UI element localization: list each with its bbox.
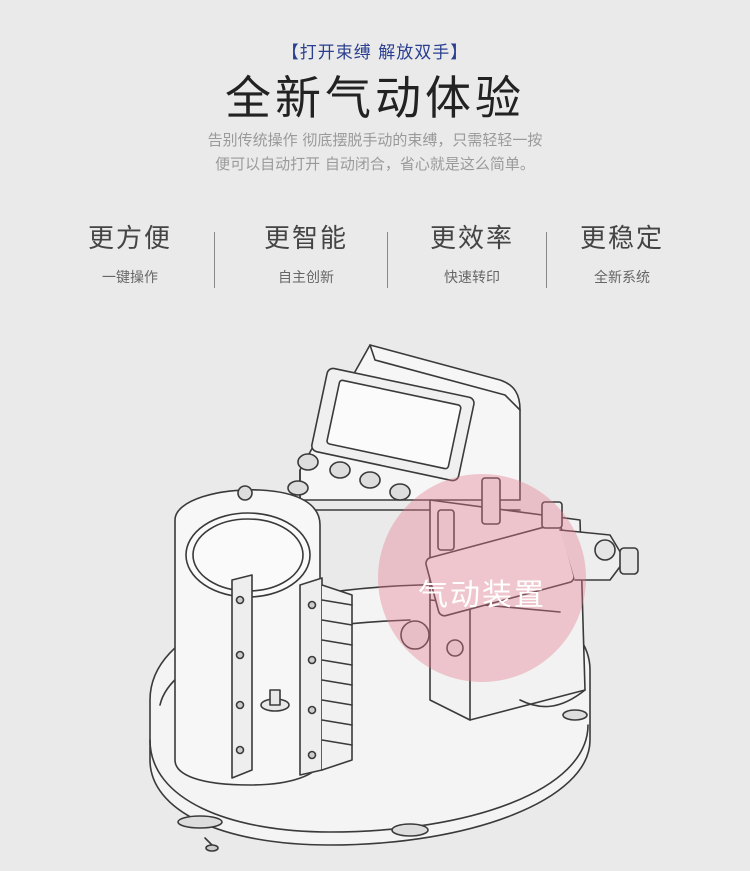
- tagline: 【打开束缚 解放双手】: [281, 43, 469, 63]
- pneumatic-unit: [400, 477, 639, 657]
- feature-title: 更稳定: [579, 224, 664, 254]
- feature-item: 更效率 快速转印: [397, 218, 547, 287]
- feature-divider: [546, 232, 547, 288]
- feature-title: 更方便: [87, 224, 172, 254]
- description-line-2: 便可以自动打开 自动闭合，省心就是这么简单。: [215, 155, 535, 173]
- mug-heater: [174, 485, 353, 786]
- feature-subtitle: 自主创新: [278, 270, 334, 286]
- pneumatic-device-label: 气动装置: [418, 578, 546, 613]
- feature-item: 更方便 一键操作: [55, 218, 205, 287]
- feature-list: 更方便 一键操作 更智能 自主创新 更效率 快速转印 更稳定 全新系统: [50, 218, 710, 298]
- feature-subtitle: 全新系统: [594, 270, 650, 286]
- feature-divider: [387, 232, 388, 288]
- description-line-1: 告别传统操作 彻底摆脱手动的束缚，只需轻轻一按: [207, 131, 543, 149]
- page-title: 全新气动体验: [225, 71, 525, 125]
- mug-press-machine-illustration: [149, 344, 639, 852]
- feature-subtitle: 快速转印: [444, 270, 500, 286]
- control-tower: [287, 344, 521, 511]
- feature-item: 更智能 自主创新: [231, 218, 381, 287]
- pneumatic-device-highlight: [378, 474, 586, 682]
- feature-item: 更稳定 全新系统: [547, 218, 697, 287]
- feature-divider: [214, 232, 215, 288]
- feature-title: 更智能: [263, 224, 348, 254]
- feature-title: 更效率: [429, 224, 514, 254]
- description: 告别传统操作 彻底摆脱手动的束缚，只需轻轻一按 便可以自动打开 自动闭合，省心就…: [0, 128, 750, 176]
- feature-subtitle: 一键操作: [102, 270, 158, 286]
